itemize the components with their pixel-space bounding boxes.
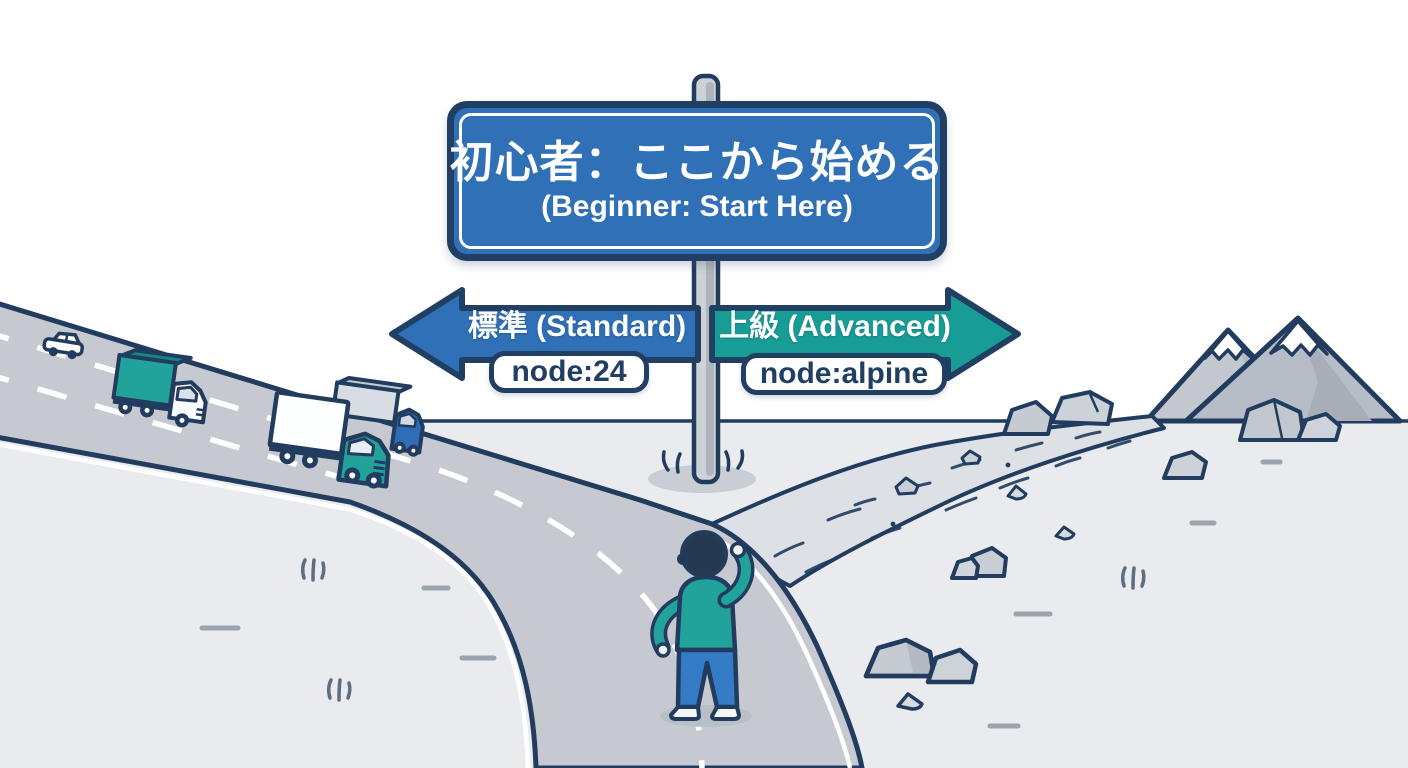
beginner-sign-english-text: (Beginner: Start Here) (541, 190, 853, 224)
pole-base-grass (661, 449, 745, 474)
ground-details (199, 459, 1283, 729)
person-hand (655, 642, 671, 658)
standard-arrow-label: 標準 (Standard) (467, 310, 687, 343)
rocky-trail (710, 414, 1166, 588)
car (42, 331, 85, 360)
person-ear (677, 553, 689, 565)
lane-dashes (0, 374, 337, 479)
confused-person (650, 530, 755, 727)
trail-dot (1005, 462, 1011, 468)
white-truck (267, 390, 391, 489)
teal-truck (111, 348, 208, 428)
person-head (680, 530, 728, 578)
trail-dot (890, 521, 896, 527)
person-shoe (710, 705, 741, 721)
node-alpine-tag-pill: node:alpine (741, 353, 947, 395)
beginner-sign-japanese-text: 初心者：ここから始める (449, 137, 945, 187)
person-shoe (669, 705, 701, 721)
trail-pebble (960, 449, 982, 466)
person-hand (729, 541, 747, 559)
trail-pebble (894, 476, 920, 496)
node24-tag-pill: node:24 (489, 351, 649, 393)
beginner-sign-inner-border: 初心者：ここから始める (Beginner: Start Here) (450, 113, 944, 249)
person-torso (674, 574, 738, 653)
beginner-sign: 初心者：ここから始める (Beginner: Start Here) (447, 101, 947, 261)
trailside-rocks (1002, 390, 1342, 541)
roadside-boulders (863, 546, 1008, 711)
road-edge-line (0, 442, 531, 768)
advanced-arrow-label: 上級 (Advanced) (719, 310, 951, 343)
grass-tuft (300, 558, 1146, 702)
